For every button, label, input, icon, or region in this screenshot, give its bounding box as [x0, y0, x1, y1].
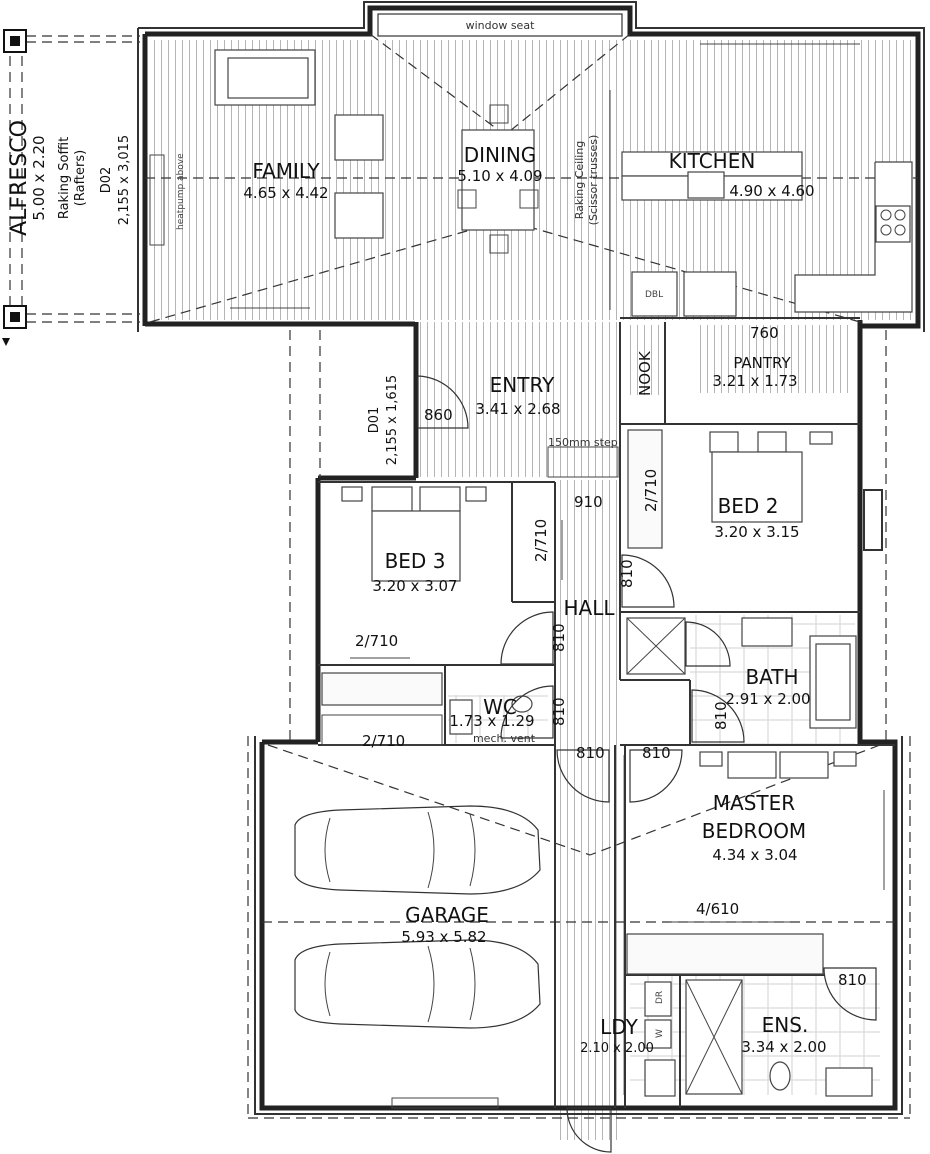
bath-label: BATH [745, 665, 798, 689]
heatpump-note: heatpump above [176, 153, 186, 230]
garage: GARAGE 5.93 x 5.82 810 810 [294, 744, 683, 1153]
ens-dims: 3.34 x 2.00 [741, 1038, 826, 1056]
bed-3: BED 3 3.20 x 3.07 2/710 [321, 486, 487, 746]
d01-size: 2,155 x 1,615 [385, 375, 400, 465]
interior-walls [318, 317, 895, 1108]
bath-dims: 2.91 x 2.00 [725, 690, 810, 708]
entry-dims: 3.41 x 2.68 [475, 400, 560, 418]
garage-left-door-size: 810 [576, 744, 605, 762]
bath-door-size: 810 [712, 701, 730, 730]
kitchen-label: KITCHEN [669, 149, 756, 173]
alfresco-note1: Raking Soffit [57, 137, 72, 219]
ldy-dims: 2.10 x 2.00 [580, 1041, 654, 1056]
d01-code: D01 [367, 407, 382, 434]
entry-label: ENTRY [490, 373, 555, 397]
pantry-label: PANTRY [733, 354, 791, 372]
kitchen: DBL KITCHEN 4.90 x 4.60 [621, 43, 913, 317]
alfresco-dims: 5.00 x 2.20 [30, 135, 48, 220]
bed-2: 2/710 BED 2 3.20 x 3.15 810 [618, 429, 833, 608]
garage-robe-size: 2/710 [362, 732, 405, 750]
laundry: DR W LDY 2.10 x 2.00 [580, 981, 676, 1097]
nook-pantry: NOOK 760 PANTRY 3.21 x 1.73 [636, 324, 798, 396]
family-dims: 4.65 x 4.42 [243, 184, 328, 202]
family-label: FAMILY [252, 159, 320, 183]
master-bedroom: MASTER BEDROOM 4.34 x 3.04 4/610 810 [626, 751, 885, 1021]
wc: 810 WC 1.73 x 1.29 mech. vent 2/710 [362, 685, 568, 750]
bed3-dims: 3.20 x 3.07 [372, 577, 457, 595]
wc-dims: 1.73 x 1.29 [449, 712, 534, 730]
mech-vent-note: mech. vent [473, 732, 536, 745]
dining-room: window seat DINING 5.10 x 4.09 Raking Ce… [457, 19, 611, 310]
kitchen-dims: 4.90 x 4.60 [729, 182, 814, 200]
d02-code: D02 [99, 167, 114, 194]
fridge-dbl: DBL [645, 290, 663, 300]
ens-label: ENS. [762, 1013, 809, 1037]
alfresco-area: ALFRESCO 5.00 x 2.20 Raking Soffit (Raft… [2, 29, 140, 346]
raking-ceiling-note: Raking Ceiling [573, 141, 586, 220]
dining-label: DINING [464, 143, 537, 167]
ens-door-size: 810 [838, 971, 867, 989]
entry-door-size: 860 [424, 406, 453, 424]
garage-dims: 5.93 x 5.82 [401, 928, 486, 946]
exterior-walls [137, 1, 925, 1115]
alfresco-label: ALFRESCO [7, 120, 32, 236]
pantry-door-size: 760 [750, 324, 779, 342]
family-room: heatpump above FAMILY 4.65 x 4.42 [149, 49, 384, 309]
wc-label: WC [483, 695, 517, 719]
garage-label: GARAGE [405, 903, 489, 927]
dining-dims: 5.10 x 4.09 [457, 167, 542, 185]
scissor-trusses-note: (Scissor trusses) [587, 135, 600, 226]
alfresco-note2: (Rafters) [73, 150, 88, 206]
hall-label: HALL [563, 596, 615, 620]
bed2-label: BED 2 [718, 494, 779, 518]
washer-w: W [655, 1029, 665, 1038]
bed3-robe-size: 2/710 [355, 632, 398, 650]
car-top [294, 805, 541, 895]
step-note: 150mm step [548, 436, 618, 449]
ldy-label: LDY [600, 1015, 638, 1039]
master-dims: 4.34 x 3.04 [712, 846, 797, 864]
master-robe-size: 4/610 [696, 900, 739, 918]
hall-left-door-size: 810 [550, 623, 568, 652]
pantry-dims: 3.21 x 1.73 [712, 372, 797, 390]
window-seat-note: window seat [466, 19, 535, 32]
hall-top-door-size: 910 [574, 493, 603, 511]
hall: 2/710 910 HALL 810 [500, 493, 615, 665]
bed2-robe-size: 2/710 [642, 469, 660, 512]
master-label-2: BEDROOM [702, 819, 806, 843]
dryer-dr: DR [655, 991, 665, 1004]
hall-robe-size: 2/710 [532, 519, 550, 562]
car-bottom [294, 939, 541, 1029]
bed2-dims: 3.20 x 3.15 [714, 523, 799, 541]
d02-size: 2,155 x 3,015 [117, 135, 132, 225]
nook-label: NOOK [636, 350, 654, 396]
master-label-1: MASTER [713, 791, 795, 815]
entry: D01 2,155 x 1,615 860 ENTRY 3.41 x 2.68 … [367, 373, 619, 478]
bed2-door-size: 810 [618, 559, 636, 588]
garage-right-door-size: 810 [642, 744, 671, 762]
ensuite: ENS. 3.34 x 2.00 [685, 979, 873, 1097]
bath: BATH 2.91 x 2.00 810 [626, 617, 857, 743]
bed3-label: BED 3 [385, 549, 446, 573]
wc-door-size: 810 [550, 697, 568, 726]
